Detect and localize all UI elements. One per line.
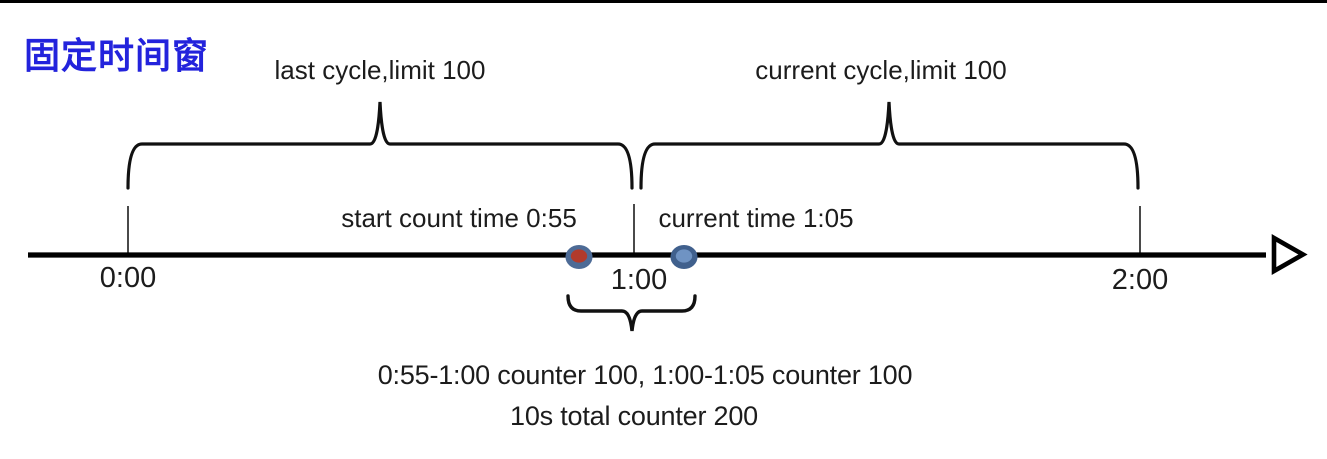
current-time-marker-icon xyxy=(670,245,698,269)
overlap-window-brace-icon xyxy=(566,294,697,332)
timeline-arrow-icon xyxy=(1271,234,1308,275)
last-cycle-brace-icon xyxy=(126,101,634,190)
current-cycle-brace-icon xyxy=(639,101,1140,190)
current-time-label: current time 1:05 xyxy=(658,203,854,233)
summary-counters-line: 0:55-1:00 counter 100, 1:00-1:05 counter… xyxy=(377,360,913,390)
current-cycle-label: current cycle,limit 100 xyxy=(755,55,1007,85)
last-cycle-label: last cycle,limit 100 xyxy=(274,55,486,85)
tick-label-1-00: 1:00 xyxy=(610,264,668,296)
tick-label-0-00: 0:00 xyxy=(99,262,157,294)
start-count-label: start count time 0:55 xyxy=(341,203,577,233)
tick-label-2-00: 2:00 xyxy=(1111,264,1169,296)
top-border xyxy=(0,0,1327,3)
diagram-title: 固定时间窗 xyxy=(24,35,210,76)
start-count-marker-icon xyxy=(565,245,593,269)
summary-total-line: 10s total counter 200 xyxy=(510,401,758,431)
